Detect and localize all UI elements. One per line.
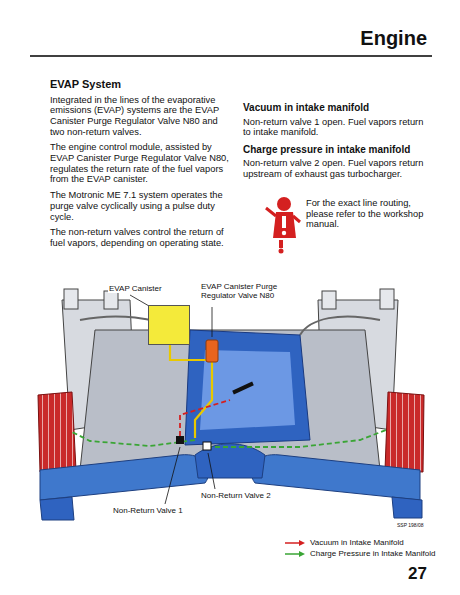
intake-manifold: [185, 330, 310, 445]
non-return-valve: [176, 436, 184, 444]
intake-pipe: [392, 497, 422, 518]
intake-pipe: [40, 497, 74, 520]
leader-line: [212, 307, 213, 337]
legend-text: Vacuum in Intake Manifold: [310, 538, 404, 547]
note-text: For the exact line routing, please refer…: [305, 198, 430, 230]
body-text: The non-return valves control the return…: [50, 227, 232, 248]
page-number: 27: [407, 564, 428, 584]
callout-label: Non-Return Valve 2: [200, 491, 272, 500]
pipe: [64, 289, 78, 309]
legend-arrow: [284, 550, 306, 558]
section-title: EVAP System: [50, 78, 232, 91]
body-text: Non-return valve 2 open. Fuel vapors ret…: [243, 158, 428, 179]
body-text: Integrated in the lines of the evaporati…: [50, 95, 232, 138]
vapor-line: [170, 345, 206, 360]
callout-label: Non-Return Valve 1: [112, 506, 184, 515]
body-text: The engine control module, assisted by E…: [50, 142, 232, 185]
figure-code: SSP 198/08: [396, 523, 425, 529]
vapor-line: [195, 362, 212, 438]
intake-pipe: [40, 455, 209, 500]
pipe: [322, 291, 336, 309]
leader-line: [165, 447, 180, 504]
callout-label: EVAP Canister Purge Regulator Valve N80: [200, 282, 294, 300]
legend-row: Vacuum in Intake Manifold: [284, 537, 435, 548]
turbocharger: [385, 392, 424, 472]
page-header: Engine: [359, 27, 428, 50]
legend-text: Charge Pressure in Intake Manifold: [310, 549, 435, 558]
body-text: Non-return valve 1 open. Fuel vapors ret…: [243, 117, 428, 138]
text-column: EVAP SystemIntegrated in the lines of th…: [50, 78, 232, 254]
pipe: [104, 291, 118, 309]
legend-arrow: [284, 539, 306, 547]
header-rule: [30, 55, 432, 57]
throttle-valve: [232, 382, 254, 395]
part-label: EVAP Canister: [108, 284, 163, 293]
charge-pressure-line: [72, 432, 195, 446]
leader-line: [130, 295, 149, 306]
charge-pressure-line: [207, 430, 386, 447]
leader-line: [208, 453, 215, 489]
legend: Vacuum in Intake ManifoldCharge Pressure…: [284, 537, 435, 559]
body-text: The Motronic ME 7.1 system operates the …: [50, 190, 232, 222]
subheading: Charge pressure in intake manifold: [243, 144, 428, 156]
pipe: [380, 289, 394, 309]
purge-valve: [206, 340, 218, 362]
evap-canister: EVAP Canister: [148, 305, 190, 345]
vacuum-line: [180, 400, 230, 436]
legend-row: Charge Pressure in Intake Manifold: [284, 548, 435, 559]
subheading: Vacuum in intake manifold: [243, 102, 428, 114]
intake-pipe: [251, 455, 420, 500]
warning-mascot: [266, 197, 300, 254]
non-return-valve: [203, 442, 211, 450]
turbocharger: [38, 392, 76, 472]
text-column: Vacuum in intake manifoldNon-return valv…: [243, 96, 428, 185]
